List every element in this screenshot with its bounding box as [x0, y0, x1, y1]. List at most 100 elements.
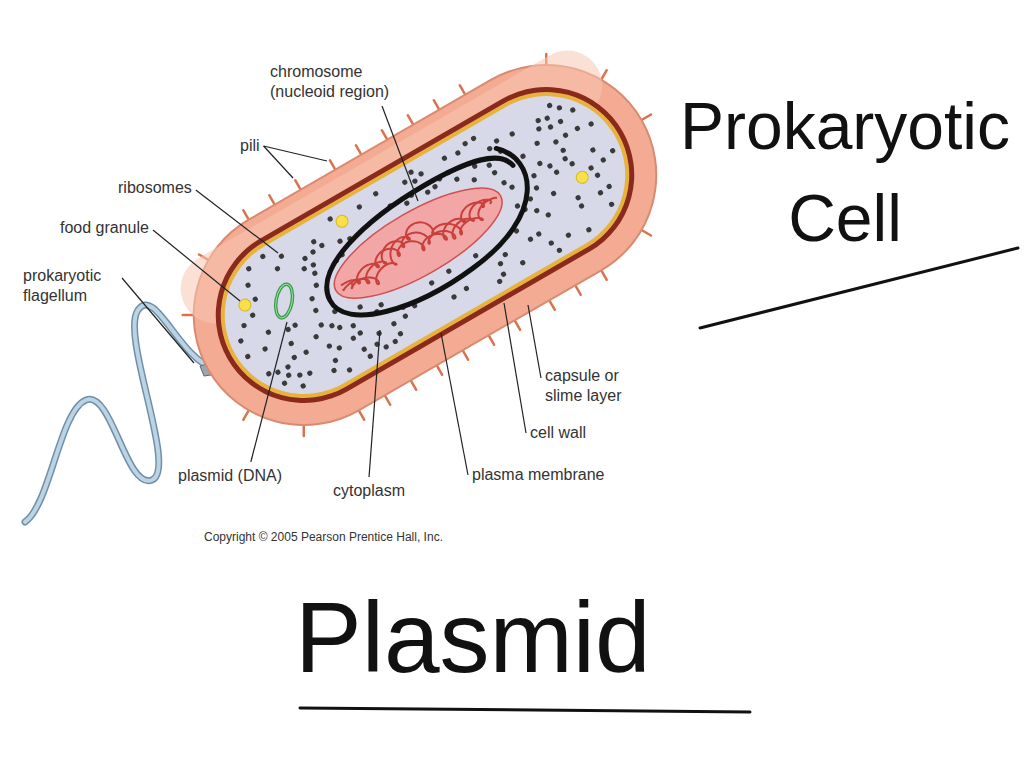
ribosome: [560, 147, 567, 154]
ribosome: [274, 265, 281, 272]
ribosome: [428, 279, 435, 286]
ribosome: [244, 282, 251, 289]
ribosome: [357, 330, 364, 337]
chromosome-strand: [335, 189, 499, 300]
flagellum-outline: [25, 305, 214, 522]
ribosome: [350, 335, 357, 342]
ribosome: [501, 179, 508, 186]
ribosome: [249, 312, 256, 319]
leader-line: [122, 278, 194, 363]
chromosome-strand: [336, 193, 494, 297]
leader-line: [382, 106, 418, 201]
part-label: cell wall: [530, 423, 586, 443]
ribosome: [533, 185, 540, 192]
ribosome: [500, 271, 507, 278]
ribosome: [306, 370, 313, 377]
leader-line: [251, 322, 287, 462]
ribosome: [550, 190, 557, 197]
ribosome: [514, 203, 521, 210]
ribosome: [534, 140, 541, 147]
ribosome: [544, 115, 551, 122]
hand-underline: [300, 708, 750, 712]
ribosome: [470, 135, 477, 142]
ribosome: [493, 137, 500, 144]
part-label: plasmid (DNA): [178, 466, 282, 486]
ribosome: [527, 236, 534, 243]
ribosome: [313, 333, 320, 340]
ribosome: [441, 155, 448, 162]
ribosome: [552, 138, 559, 145]
copyright-notice: Copyright © 2005 Pearson Prentice Hall, …: [204, 530, 443, 545]
ribosome: [241, 322, 248, 329]
ribosome: [278, 253, 285, 260]
ribosome: [265, 329, 272, 336]
ribosome: [545, 211, 552, 218]
plasma-membrane: [190, 62, 659, 429]
food-granule: [237, 297, 253, 313]
ribosome: [311, 270, 318, 277]
ribosome: [244, 353, 251, 360]
ribosome: [574, 125, 581, 132]
ribosome: [535, 117, 542, 124]
ribosome: [533, 207, 540, 214]
ribosome: [496, 278, 503, 285]
ribosome: [288, 340, 295, 347]
ribosome: [284, 363, 291, 370]
ribosome: [292, 322, 299, 329]
ribosome: [535, 125, 542, 132]
handwritten-title: Prokaryotic Cell: [670, 80, 1020, 265]
ribosome: [536, 160, 543, 167]
ribosome: [383, 343, 390, 350]
ribosome: [336, 344, 343, 351]
ribosome: [318, 242, 325, 249]
part-label: pili: [240, 136, 260, 156]
ribosome: [237, 337, 244, 344]
ribosome: [471, 176, 478, 183]
ribosome: [252, 296, 259, 303]
pili-group: [153, 10, 712, 472]
plasmid-ring: [273, 283, 295, 319]
ribosome: [562, 155, 569, 162]
flagellum: [25, 305, 214, 522]
ribosome: [326, 343, 333, 350]
ribosome: [497, 260, 504, 267]
leader-line: [528, 305, 541, 378]
ribosome: [546, 102, 553, 109]
ribosome: [424, 189, 431, 196]
ribosome: [402, 313, 409, 320]
ribosome: [600, 156, 607, 163]
ribosome: [588, 120, 595, 127]
chromosome-strands: [332, 181, 505, 301]
ribosome: [296, 372, 303, 379]
ribosome: [309, 295, 316, 302]
cell-body: [148, 10, 712, 475]
ribosome: [535, 230, 542, 237]
ribosome: [310, 261, 317, 268]
cytoplasm: [196, 67, 654, 423]
ribosome: [418, 170, 425, 177]
ribosome: [328, 322, 335, 329]
ribosome: [565, 232, 572, 239]
food-granule: [574, 169, 590, 185]
leader-line: [196, 190, 278, 253]
hand-underline: [700, 248, 1018, 328]
ribosome: [285, 372, 292, 379]
ribosome: [463, 285, 470, 292]
ribosome: [350, 322, 357, 329]
ribosome: [397, 330, 404, 337]
ribosome: [491, 169, 498, 176]
leader-line: [504, 303, 526, 433]
cell-wall: [184, 55, 667, 435]
ribosome: [597, 189, 604, 196]
ribosome: [265, 370, 272, 377]
ribosome: [401, 179, 408, 186]
ribosome: [486, 162, 493, 169]
food-granule: [334, 213, 350, 229]
part-label: plasma membrane: [472, 465, 605, 485]
ribosome: [356, 203, 363, 210]
ribosome: [390, 320, 397, 327]
ribosome: [548, 240, 555, 247]
ribosome: [336, 324, 343, 331]
ribosome: [486, 145, 493, 152]
leader-line: [441, 333, 468, 475]
